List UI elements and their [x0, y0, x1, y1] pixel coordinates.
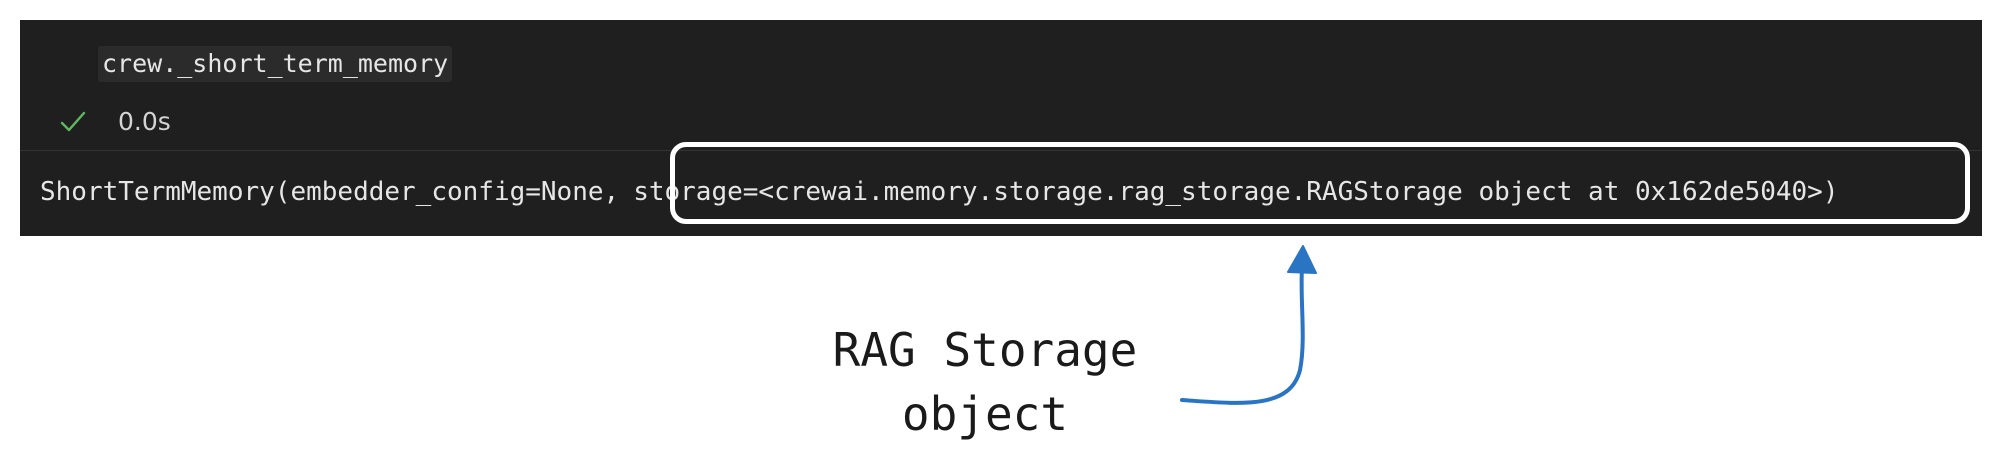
notebook-cell-panel: crew._short_term_memory 0.0s ShortTermMe… — [20, 20, 1982, 236]
annotation-line-1: RAG Storage — [832, 323, 1138, 377]
annotation-line-2: object — [901, 387, 1069, 441]
check-icon — [60, 111, 86, 132]
output-storage-text: storage=<crewai.memory.storage.rag_stora… — [633, 177, 1839, 207]
arrow-head — [1287, 245, 1317, 274]
cell-output: ShortTermMemory(embedder_config=None, st… — [40, 170, 1839, 214]
execution-time: 0.0s — [118, 107, 171, 136]
output-prefix: ShortTermMemory(embedder_config=None, — [40, 177, 620, 207]
annotation-label: RAG Storage object — [760, 318, 1210, 446]
output-divider — [20, 150, 1982, 151]
code-cell-input[interactable]: crew._short_term_memory — [98, 46, 453, 82]
execution-status: 0.0s — [58, 104, 171, 140]
